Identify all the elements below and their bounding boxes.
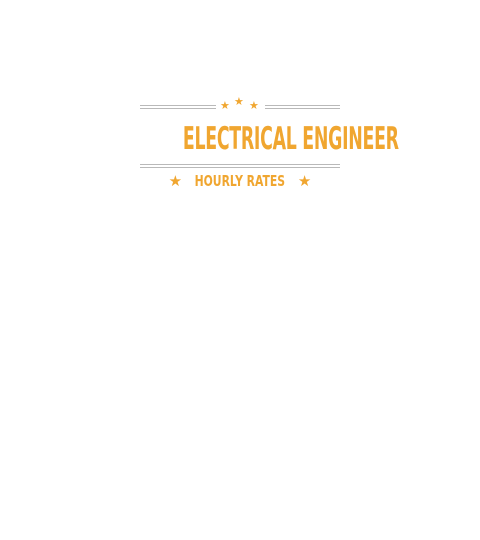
star-icon: ★: [220, 99, 230, 112]
shirt-design: ★ ★ ★ ELECTRICAL ENGINEER ★ HOURLY RATES…: [138, 95, 399, 348]
design-subtitle: HOURLY RATES: [194, 172, 286, 190]
design-title: ELECTRICAL ENGINEER: [183, 114, 399, 164]
star-icon: ★: [297, 172, 312, 190]
star-icon: ★: [234, 95, 244, 108]
top-left-rule: [140, 105, 216, 109]
subtitle-row: ★ HOURLY RATES ★: [138, 172, 342, 190]
star-icon: ★: [168, 172, 183, 190]
top-right-rule: [265, 105, 340, 109]
design-title-text: ELECTRICAL ENGINEER: [182, 121, 399, 157]
top-ornament: ★ ★ ★: [138, 95, 342, 118]
star-icon: ★: [249, 99, 259, 112]
title-underline-rule: [140, 164, 340, 168]
rates-area: [138, 202, 342, 348]
